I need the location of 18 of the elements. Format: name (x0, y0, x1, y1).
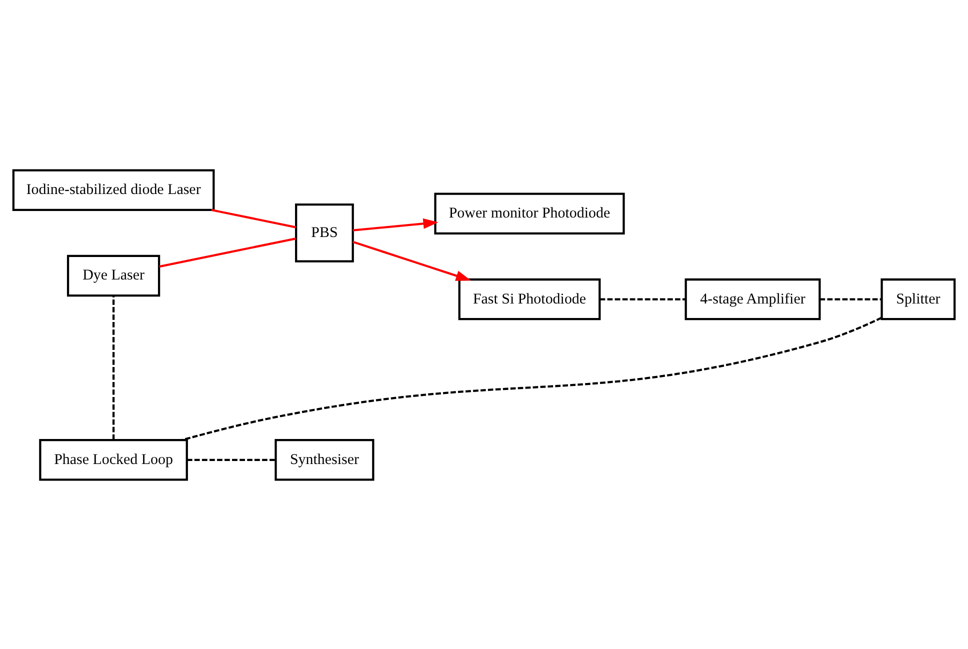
node-box: Iodine-stabilized diode Laser (12, 168, 215, 210)
arrow (352, 218, 438, 231)
arrow (352, 240, 471, 280)
node-box: PBS (295, 202, 354, 262)
connector (211, 208, 296, 228)
connector (187, 458, 276, 460)
connector (112, 295, 115, 440)
node-box: Fast Si Photodiode (458, 278, 601, 320)
connector (820, 298, 882, 300)
node-box: Splitter (880, 278, 956, 320)
node-box: Phase Locked Loop (39, 438, 188, 480)
node-box: Synthesiser (274, 438, 374, 480)
node-box: Dye Laser (66, 254, 160, 296)
connector (159, 237, 296, 268)
node-box: Power monitor Photodiode (434, 192, 625, 234)
connector (182, 316, 882, 441)
node-box: 4-stage Amplifier (684, 278, 821, 320)
connector (600, 298, 686, 300)
